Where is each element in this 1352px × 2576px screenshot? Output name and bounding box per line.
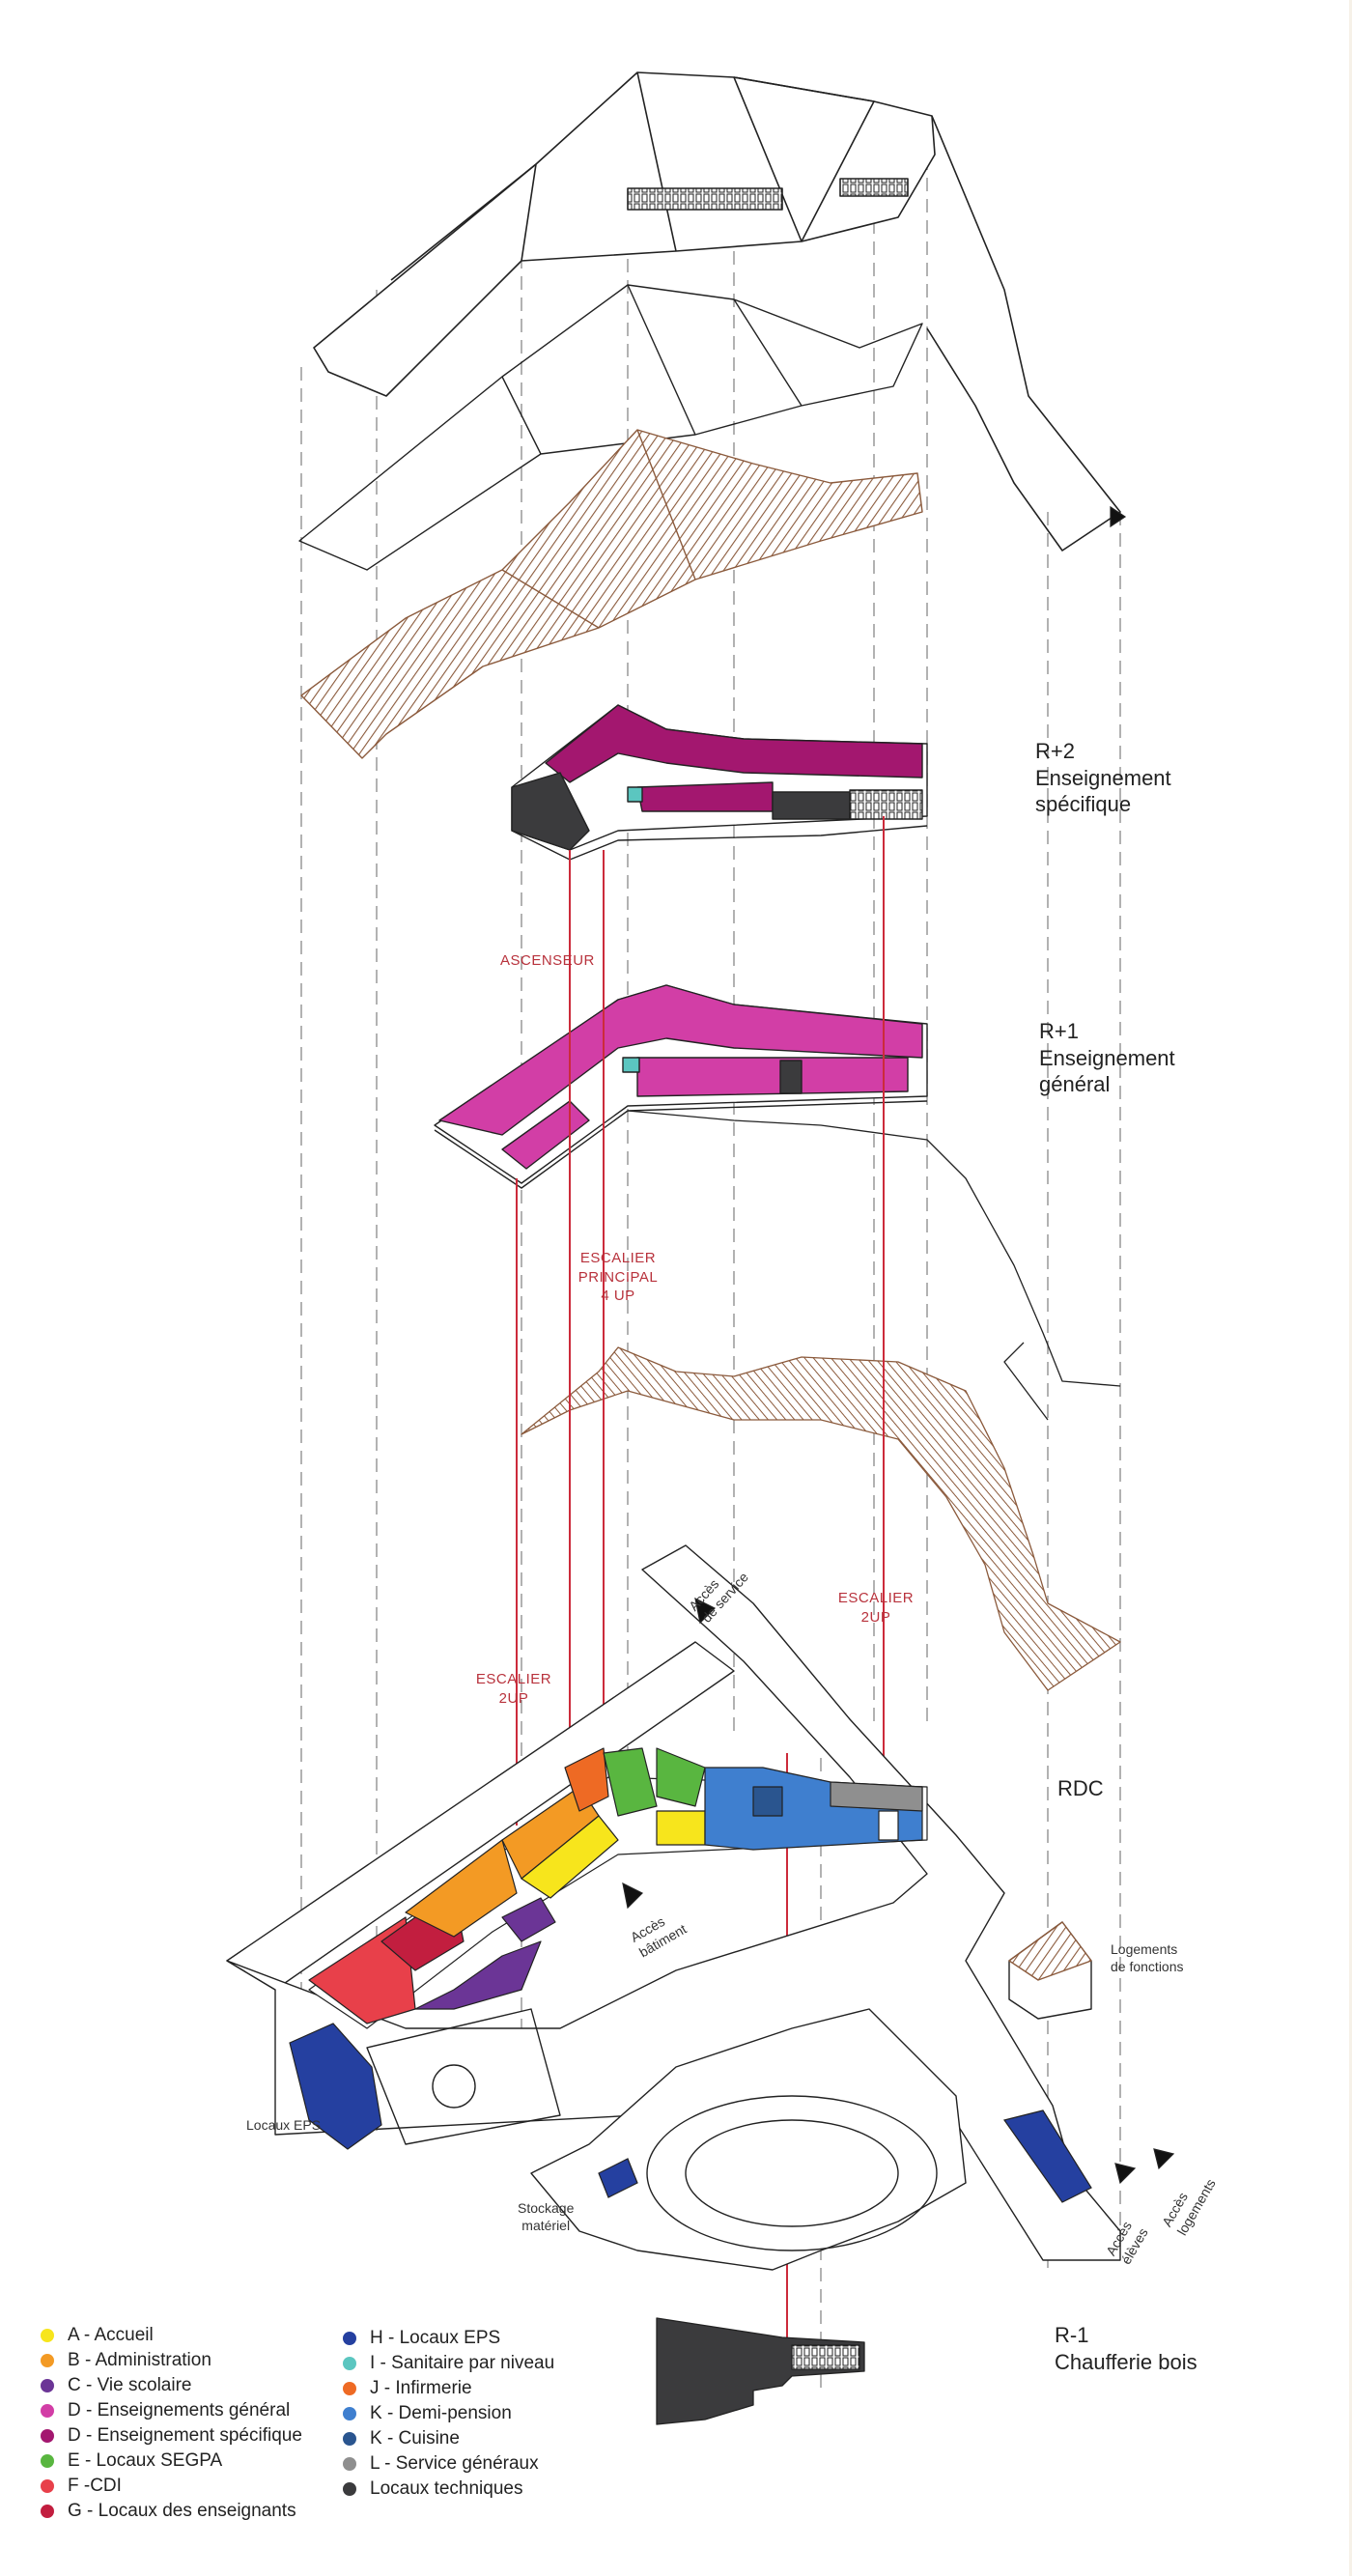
legend-item: B - Administration xyxy=(41,2348,302,2373)
legend-dot xyxy=(343,2482,356,2496)
logements-fonctions-line-1: Logements xyxy=(1111,1941,1178,1957)
ascenseur-label: ASCENSEUR xyxy=(500,952,595,969)
legend-dot xyxy=(41,2505,54,2518)
escalier-left-line-2: 2UP xyxy=(498,1689,529,1707)
legend-item: K - Cuisine xyxy=(343,2426,554,2451)
legend-dot xyxy=(41,2479,54,2493)
wood-stair-ribbon xyxy=(521,1346,1121,1691)
legend-dot xyxy=(41,2404,54,2418)
escalier-right-line-1: ESCALIER xyxy=(837,1590,915,1606)
floor-r1-code: R+1 xyxy=(1039,1019,1079,1043)
legend-dot xyxy=(41,2429,54,2443)
floor-r1-plan xyxy=(434,984,928,1189)
stockage-label: Stockage matériel xyxy=(518,2200,574,2234)
legend-label: E - Locaux SEGPA xyxy=(68,2450,223,2471)
legend-label: K - Demi-pension xyxy=(370,2403,512,2423)
floor-r2-name-1: Enseignement xyxy=(1035,765,1171,790)
legend-column-1: A - Accueil B - Administration C - Vie s… xyxy=(41,2323,302,2524)
legend-item: K - Demi-pension xyxy=(343,2401,554,2426)
legend-dot xyxy=(41,2354,54,2367)
legend-label: J - Infirmerie xyxy=(370,2378,472,2398)
escalier-right-line-2: 2UP xyxy=(860,1608,891,1626)
legend-label: H - Locaux EPS xyxy=(370,2328,501,2348)
stockage-line-2: matériel xyxy=(521,2217,571,2233)
legend-label: F -CDI xyxy=(68,2476,122,2496)
floor-rm1-name: Chaufferie bois xyxy=(1055,2349,1197,2374)
legend-item: G - Locaux des enseignants xyxy=(41,2499,302,2524)
legend-label: D - Enseignement spécifique xyxy=(68,2425,302,2446)
legend-dot xyxy=(343,2457,356,2471)
floor-r2-code: R+2 xyxy=(1035,739,1075,763)
legend-item: F -CDI xyxy=(41,2474,302,2499)
legend-dot xyxy=(41,2379,54,2392)
legend-dot xyxy=(343,2357,356,2370)
legend-label: K - Cuisine xyxy=(370,2428,460,2449)
floor-r2-label: R+2 Enseignement spécifique xyxy=(1035,738,1171,818)
legend-item: D - Enseignement spécifique xyxy=(41,2423,302,2449)
legend-label: B - Administration xyxy=(68,2350,211,2370)
escalier-principal-label: ESCALIER PRINCIPAL 4 UP xyxy=(570,1249,666,1306)
legend-label: Locaux techniques xyxy=(370,2478,523,2499)
legend-label: G - Locaux des enseignants xyxy=(68,2501,296,2521)
logements-fonctions-label: Logements de fonctions xyxy=(1111,1941,1184,1975)
legend-dot xyxy=(41,2454,54,2468)
floor-rm1-plan xyxy=(656,2317,865,2425)
roof-lower-outline xyxy=(298,284,923,571)
logements-fonctions-line-2: de fonctions xyxy=(1111,1958,1184,1974)
escalier-principal-line-1: ESCALIER xyxy=(579,1250,657,1266)
floor-r2-name-2: spécifique xyxy=(1035,792,1132,816)
r1-support-outline xyxy=(627,1110,1121,1421)
legend-dot xyxy=(343,2432,356,2446)
rdc-building-plan xyxy=(308,1747,928,2029)
floor-rdc-label: RDC xyxy=(1057,1776,1104,1800)
wood-roof-structure xyxy=(300,429,923,759)
legend-label: A - Accueil xyxy=(68,2325,154,2345)
legend-dot xyxy=(343,2332,356,2345)
legend-item: E - Locaux SEGPA xyxy=(41,2449,302,2474)
legend-item: Locaux techniques xyxy=(343,2477,554,2502)
rdc-site-outline xyxy=(226,1544,1121,2271)
floor-r1-name-2: général xyxy=(1039,1072,1111,1096)
legend-dot xyxy=(41,2329,54,2342)
roof-outline xyxy=(313,71,1121,552)
escalier-principal-line-3: 4 UP xyxy=(601,1288,635,1304)
legend-item: C - Vie scolaire xyxy=(41,2373,302,2398)
stockage-line-1: Stockage xyxy=(518,2200,575,2216)
page-edge xyxy=(1349,0,1352,2576)
legend-item: D - Enseignements général xyxy=(41,2398,302,2423)
escalier-left-line-1: ESCALIER xyxy=(475,1671,552,1687)
legend-item: H - Locaux EPS xyxy=(343,2326,554,2351)
rdc-markers xyxy=(289,505,1175,2203)
legend-item: J - Infirmerie xyxy=(343,2376,554,2401)
legend-item: L - Service généraux xyxy=(343,2451,554,2477)
escalier-left-label: ESCALIER 2UP xyxy=(475,1670,552,1708)
legend-item: A - Accueil xyxy=(41,2323,302,2348)
legend-dot xyxy=(343,2382,356,2395)
legend-dot xyxy=(343,2407,356,2420)
locaux-eps-label: Locaux EPS xyxy=(246,2117,322,2133)
legend-label: D - Enseignements général xyxy=(68,2400,291,2420)
floor-r1-label: R+1 Enseignement général xyxy=(1039,1018,1175,1098)
floor-r2-plan xyxy=(511,704,928,861)
legend-label: C - Vie scolaire xyxy=(68,2375,192,2395)
escalier-principal-line-2: PRINCIPAL xyxy=(577,1268,659,1286)
legend-column-2: H - Locaux EPS I - Sanitaire par niveau … xyxy=(343,2326,554,2502)
floor-rm1-label: R-1 Chaufferie bois xyxy=(1055,2322,1197,2375)
legend-label: L - Service généraux xyxy=(370,2453,539,2474)
floor-rm1-code: R-1 xyxy=(1055,2323,1089,2347)
escalier-right-label: ESCALIER 2UP xyxy=(837,1589,915,1627)
floor-r1-name-1: Enseignement xyxy=(1039,1045,1175,1070)
legend-item: I - Sanitaire par niveau xyxy=(343,2351,554,2376)
legend-label: I - Sanitaire par niveau xyxy=(370,2353,555,2373)
